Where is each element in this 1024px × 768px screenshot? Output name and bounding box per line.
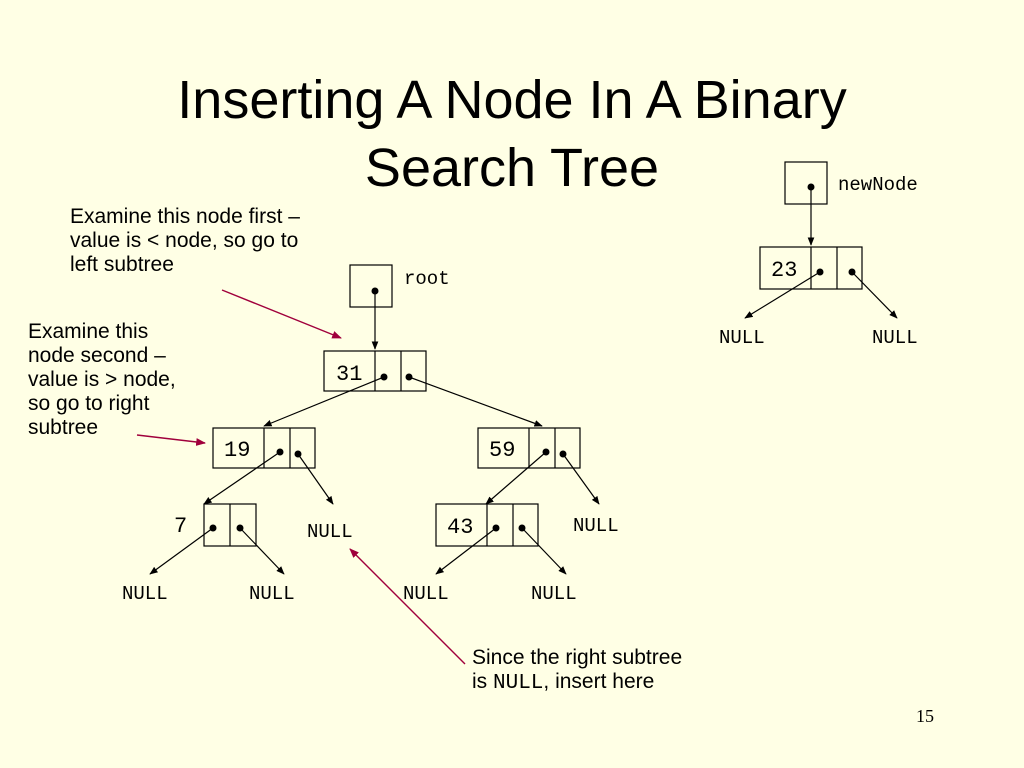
node-31: 31: [323, 350, 427, 392]
callout-first-line-3: left subtree: [70, 253, 174, 276]
node-7-value: 7: [174, 514, 187, 539]
callout-first-line-2: value is < node, so go to: [70, 229, 299, 252]
node-31-value: 31: [336, 362, 362, 387]
title-line-2: Search Tree: [364, 138, 660, 198]
null-label-7-right: NULL: [249, 583, 295, 605]
edge-43-left-null: [435, 527, 497, 575]
edge-7-left-null: [149, 527, 214, 575]
edge-43-right-null: [521, 527, 567, 575]
callout-first-line-1: Examine this node first –: [70, 205, 300, 228]
edge-7-right-null: [239, 527, 285, 575]
callout-arrow-second: [136, 434, 206, 446]
node-59-value: 59: [489, 438, 515, 463]
null-label-23-left: NULL: [719, 327, 765, 349]
callout-second-line-5: subtree: [28, 416, 99, 439]
edge-31-59: [408, 376, 543, 427]
page-number: 15: [916, 706, 934, 726]
root-pointer: root: [349, 264, 450, 350]
slide-title: Inserting A Node In A Binary Search Tree: [0, 66, 1024, 202]
edge-23-left-null: [744, 271, 821, 319]
node-19: 19: [212, 427, 316, 469]
callout-second-line-2: node second –: [28, 344, 166, 367]
title-line-1: Inserting A Node In A Binary: [177, 70, 847, 130]
callout-insert-code: NULL: [493, 672, 544, 695]
node-43: 43: [435, 503, 539, 547]
node-19-value: 19: [224, 438, 250, 463]
callout-insert-suffix: , insert here: [543, 670, 655, 693]
node-59: 59: [477, 427, 581, 469]
newnode-pointer: newNode: [784, 161, 918, 246]
edge-59-null: [562, 453, 600, 505]
node-23: 23: [759, 246, 863, 290]
null-label-19-right: NULL: [307, 521, 353, 543]
callout-first-node: Examine this node first – value is < nod…: [70, 205, 300, 277]
null-label-59-right: NULL: [573, 515, 619, 537]
edge-19-null: [297, 453, 334, 505]
newnode-label: newNode: [838, 174, 918, 196]
null-label-23-right: NULL: [872, 327, 918, 349]
callout-insert-line-2: is NULL, insert here: [472, 670, 682, 696]
null-label-43-right: NULL: [531, 583, 577, 605]
callout-second-node: Examine this node second – value is > no…: [28, 320, 176, 440]
edge-19-7: [203, 451, 281, 505]
null-label-7-left: NULL: [122, 583, 168, 605]
edge-31-19: [263, 376, 385, 427]
callout-insert-here: Since the right subtree is NULL, insert …: [472, 646, 682, 696]
callout-second-line-1: Examine this: [28, 320, 149, 343]
callout-insert-line-1: Since the right subtree: [472, 646, 683, 669]
callout-second-line-3: value is > node,: [28, 368, 176, 391]
node-23-value: 23: [771, 258, 797, 283]
root-label: root: [404, 268, 450, 290]
callout-arrow-first: [221, 289, 342, 339]
callout-insert-prefix: is: [472, 670, 493, 693]
callout-arrow-insert: [349, 548, 466, 665]
callout-second-line-4: so go to right: [28, 392, 150, 415]
edge-23-right-null: [851, 271, 898, 319]
edge-59-43: [485, 451, 547, 505]
node-43-value: 43: [447, 515, 473, 540]
node-7: 7: [174, 503, 257, 547]
null-label-43-left: NULL: [403, 583, 449, 605]
